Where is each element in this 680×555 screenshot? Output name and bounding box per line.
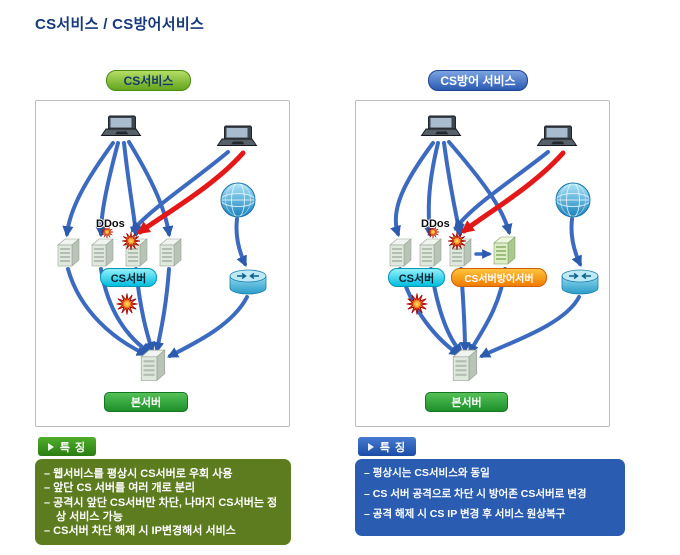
right-features-box: – 평상시는 CS서비스와 동일 – CS 서버 공격으로 차단 시 방어존 C… — [355, 459, 625, 536]
feature-item: – CS서버 차단 해제 시 IP변경해서 서비스 — [44, 525, 236, 538]
feature-item: – CS 서버 공격으로 차단 시 방어존 CS서버로 변경 — [364, 487, 587, 500]
right-service-header-badge: CS방어 서비스 — [428, 70, 528, 91]
feature-item: – 웹서비스를 평상시 CS서버로 우회 사용 — [44, 468, 233, 480]
left-features-tag: 특 징 — [38, 437, 96, 456]
feature-item: – 평상시는 CS서비스와 동일 — [364, 467, 490, 479]
right-features-tag: 특 징 — [358, 437, 416, 456]
feature-item: – 공격시 앞단 CS서버만 차단, 나머지 CS서버는 정상 서비스 가능 — [44, 496, 278, 523]
left-cs-server-badge: CS서버 — [100, 268, 157, 287]
feature-item: – 앞단 CS 서버를 여러 개로 분리 — [44, 482, 196, 495]
feature-item: – 공격 해제 시 CS IP 변경 후 서비스 원상복구 — [364, 508, 566, 521]
left-diagram-frame — [35, 100, 290, 427]
left-features-list: – 웹서비스를 평상시 CS서버로 우회 사용 – 앞단 CS 서버를 여러 개… — [44, 467, 282, 538]
left-features-box: – 웹서비스를 평상시 CS서버로 우회 사용 – 앞단 CS 서버를 여러 개… — [35, 459, 291, 545]
right-features-list: – 평상시는 CS서비스와 동일 – CS 서버 공격으로 차단 시 방어존 C… — [364, 467, 616, 522]
right-diagram-frame — [355, 100, 610, 427]
page-title: CS서비스 / CS방어서비스 — [35, 16, 205, 33]
left-service-header-badge: CS서비스 — [106, 70, 191, 91]
right-defense-server-badge: CS서버방어서버 — [451, 268, 547, 287]
right-ddos-label: DDos — [421, 218, 450, 230]
right-main-server-badge: 본서버 — [425, 392, 508, 412]
left-main-server-badge: 본서버 — [104, 392, 188, 412]
right-cs-server-badge: CS서버 — [388, 268, 445, 287]
left-ddos-label: DDos — [96, 218, 125, 230]
